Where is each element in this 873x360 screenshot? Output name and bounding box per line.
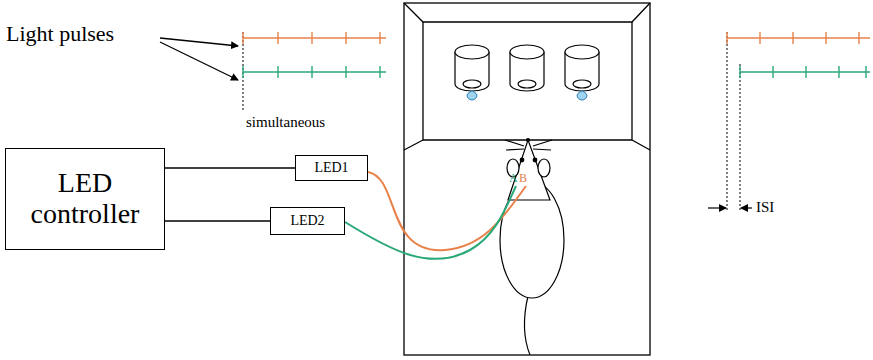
water-drop xyxy=(577,91,587,100)
nose-ports xyxy=(455,45,599,91)
pulse-trains xyxy=(243,32,386,78)
led-box: LED2 xyxy=(270,207,345,235)
led-box: LED1 xyxy=(295,155,368,181)
wire xyxy=(165,168,295,169)
pulse-trains xyxy=(727,32,870,78)
controller-box: LED controller xyxy=(5,148,165,250)
mouse xyxy=(500,139,564,356)
isi-arrow xyxy=(708,207,726,208)
water-drop xyxy=(467,91,477,100)
fiber-label: B xyxy=(519,172,527,185)
wire xyxy=(165,221,270,222)
sync-line xyxy=(243,32,244,112)
annotation: Light pulses xyxy=(6,22,114,46)
pointer-arrow xyxy=(160,38,238,46)
node-text: LED controller xyxy=(11,168,159,230)
chamber xyxy=(404,3,650,355)
node-text: LED1 xyxy=(314,160,348,175)
isi-arrow xyxy=(741,207,752,208)
annotation: ISI xyxy=(756,199,774,216)
optic-fiber xyxy=(345,186,516,259)
annotation: simultaneous xyxy=(246,114,325,131)
node-text: LED2 xyxy=(290,213,324,228)
isi-line xyxy=(727,32,728,212)
pointer-arrow xyxy=(160,42,238,80)
isi-line xyxy=(740,64,741,212)
fiber-label: A xyxy=(509,172,518,185)
optic-fiber xyxy=(368,172,526,250)
